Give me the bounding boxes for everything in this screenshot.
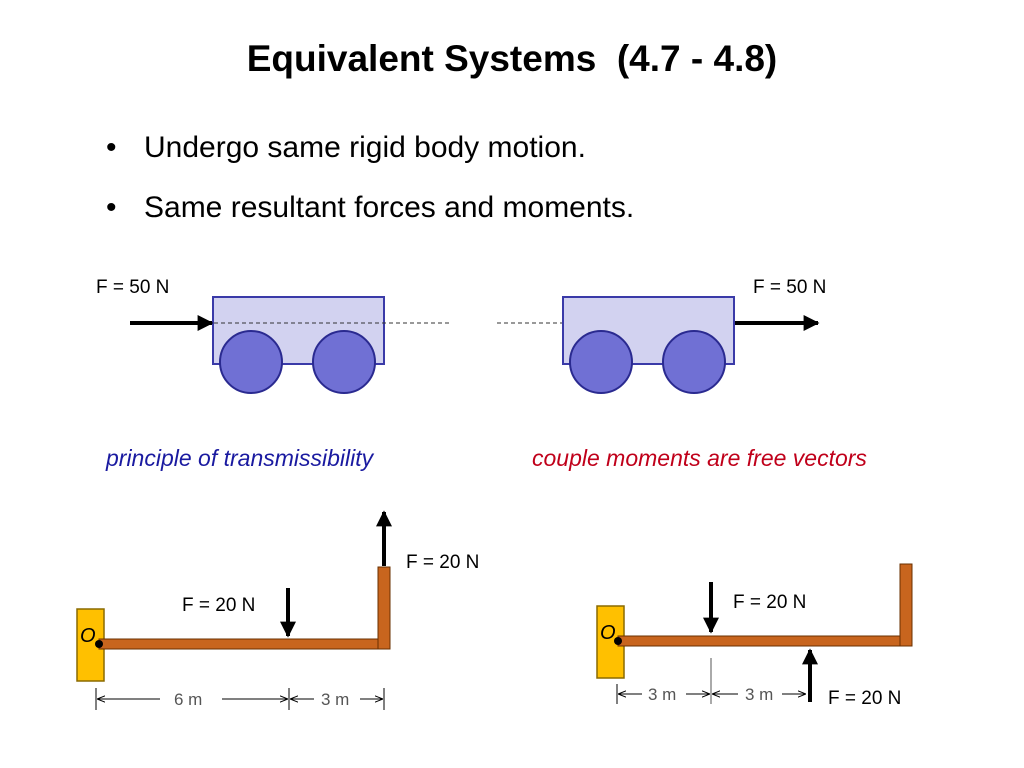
- dim-label: 3 m: [321, 690, 349, 709]
- beam-horizontal: [98, 638, 391, 650]
- origin-point: [614, 637, 622, 645]
- origin-label: O: [80, 625, 96, 647]
- caption-couple-moments: couple moments are free vectors: [532, 445, 867, 471]
- dim-label: 3 m: [745, 685, 773, 704]
- dim-label: 3 m: [648, 685, 676, 704]
- bullet-list: • Undergo same rigid body motion. • Same r…: [106, 128, 634, 248]
- beam-system-left: O F = 20 N F = 20 N 6 m 3 m: [76, 510, 479, 710]
- cart-wheel: [219, 330, 283, 394]
- down-force-label: F = 20 N: [733, 592, 806, 613]
- caption-transmissibility: principle of transmissibility: [105, 445, 375, 471]
- down-force-label: F = 20 N: [182, 595, 255, 616]
- beam-horizontal: [617, 635, 913, 647]
- bullet-item: • Same resultant forces and moments.: [106, 188, 634, 248]
- beam-vertical-post: [377, 566, 391, 650]
- cart-wheel: [569, 330, 633, 394]
- up-force-label: F = 20 N: [828, 688, 901, 709]
- bullet-text: Undergo same rigid body motion.: [144, 131, 586, 164]
- cart-left: F = 50 N principle of transmissibility: [96, 277, 452, 471]
- dim-label: 6 m: [174, 690, 202, 709]
- cart-right: F = 50 N couple moments are free vectors: [497, 277, 867, 471]
- slide-title: Equivalent Systems (4.7 - 4.8): [246, 38, 778, 79]
- force-label: F = 50 N: [96, 277, 169, 298]
- bullet-text: Same resultant forces and moments.: [144, 191, 635, 224]
- cart-wheel: [662, 330, 726, 394]
- force-label: F = 50 N: [753, 277, 826, 298]
- up-force-label: F = 20 N: [406, 552, 479, 573]
- bullet-glyph: •: [106, 131, 117, 164]
- bullet-glyph: •: [106, 191, 117, 224]
- beam-system-right: O F = 20 N F = 20 N 3 m 3 m: [596, 563, 913, 709]
- bullet-item: • Undergo same rigid body motion.: [106, 128, 634, 188]
- origin-label: O: [600, 622, 616, 644]
- cart-body: [562, 296, 735, 365]
- origin-point: [95, 640, 103, 648]
- beam-vertical-post: [899, 563, 913, 647]
- cart-wheel: [312, 330, 376, 394]
